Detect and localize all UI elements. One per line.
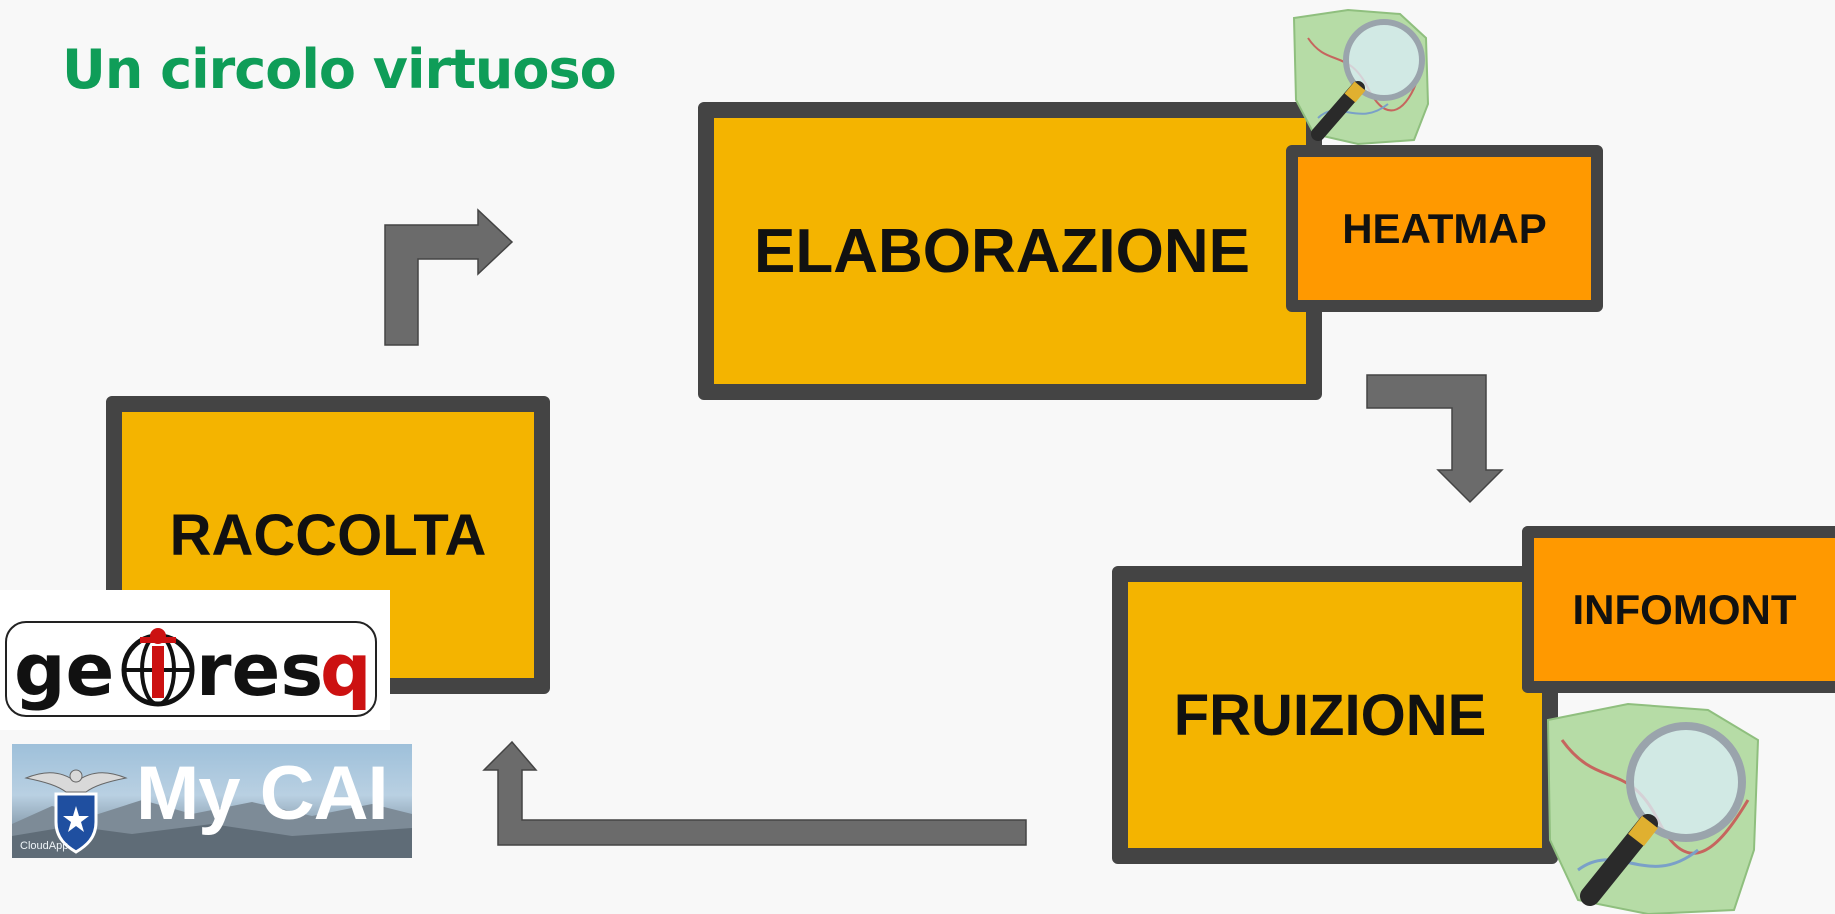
fruizione-label: FRUIZIONE (1173, 682, 1487, 748)
georesq-wordmark: ge (14, 628, 114, 712)
arrow-fruizione-to-raccolta (482, 740, 1027, 846)
svg-text:res: res (196, 628, 323, 712)
slide-title: Un circolo virtuoso (62, 38, 617, 101)
openstreetmap-magnifier-icon (1292, 8, 1430, 146)
arrow-elaborazione-to-fruizione (1366, 374, 1504, 504)
arrow-raccolta-to-elaborazione (384, 208, 514, 346)
infomont-box: INFOMONT (1522, 526, 1835, 693)
infomont-label: INFOMONT (1572, 585, 1797, 633)
mountain-backdrop (12, 800, 412, 858)
raccolta-label: RACCOLTA (169, 502, 487, 568)
georesq-logo-graphic: ge res q (5, 621, 377, 717)
georesq-logo: ge res q (0, 590, 390, 730)
heatmap-label: HEATMAP (1342, 204, 1547, 252)
mycai-wordmark: My CAI (136, 751, 389, 836)
openstreetmap-magnifier-icon (1546, 702, 1760, 914)
cai-eagle-emblem-icon (24, 769, 128, 854)
fruizione-box: FRUIZIONE (1112, 566, 1558, 864)
heatmap-box: HEATMAP (1286, 145, 1603, 312)
svg-text:q: q (320, 628, 372, 712)
elaborazione-box: ELABORAZIONE (698, 102, 1322, 400)
elaborazione-label: ELABORAZIONE (754, 216, 1250, 286)
mycai-logo: My CAI CloudApp (12, 744, 412, 858)
cloudapp-badge: CloudApp (20, 840, 69, 852)
